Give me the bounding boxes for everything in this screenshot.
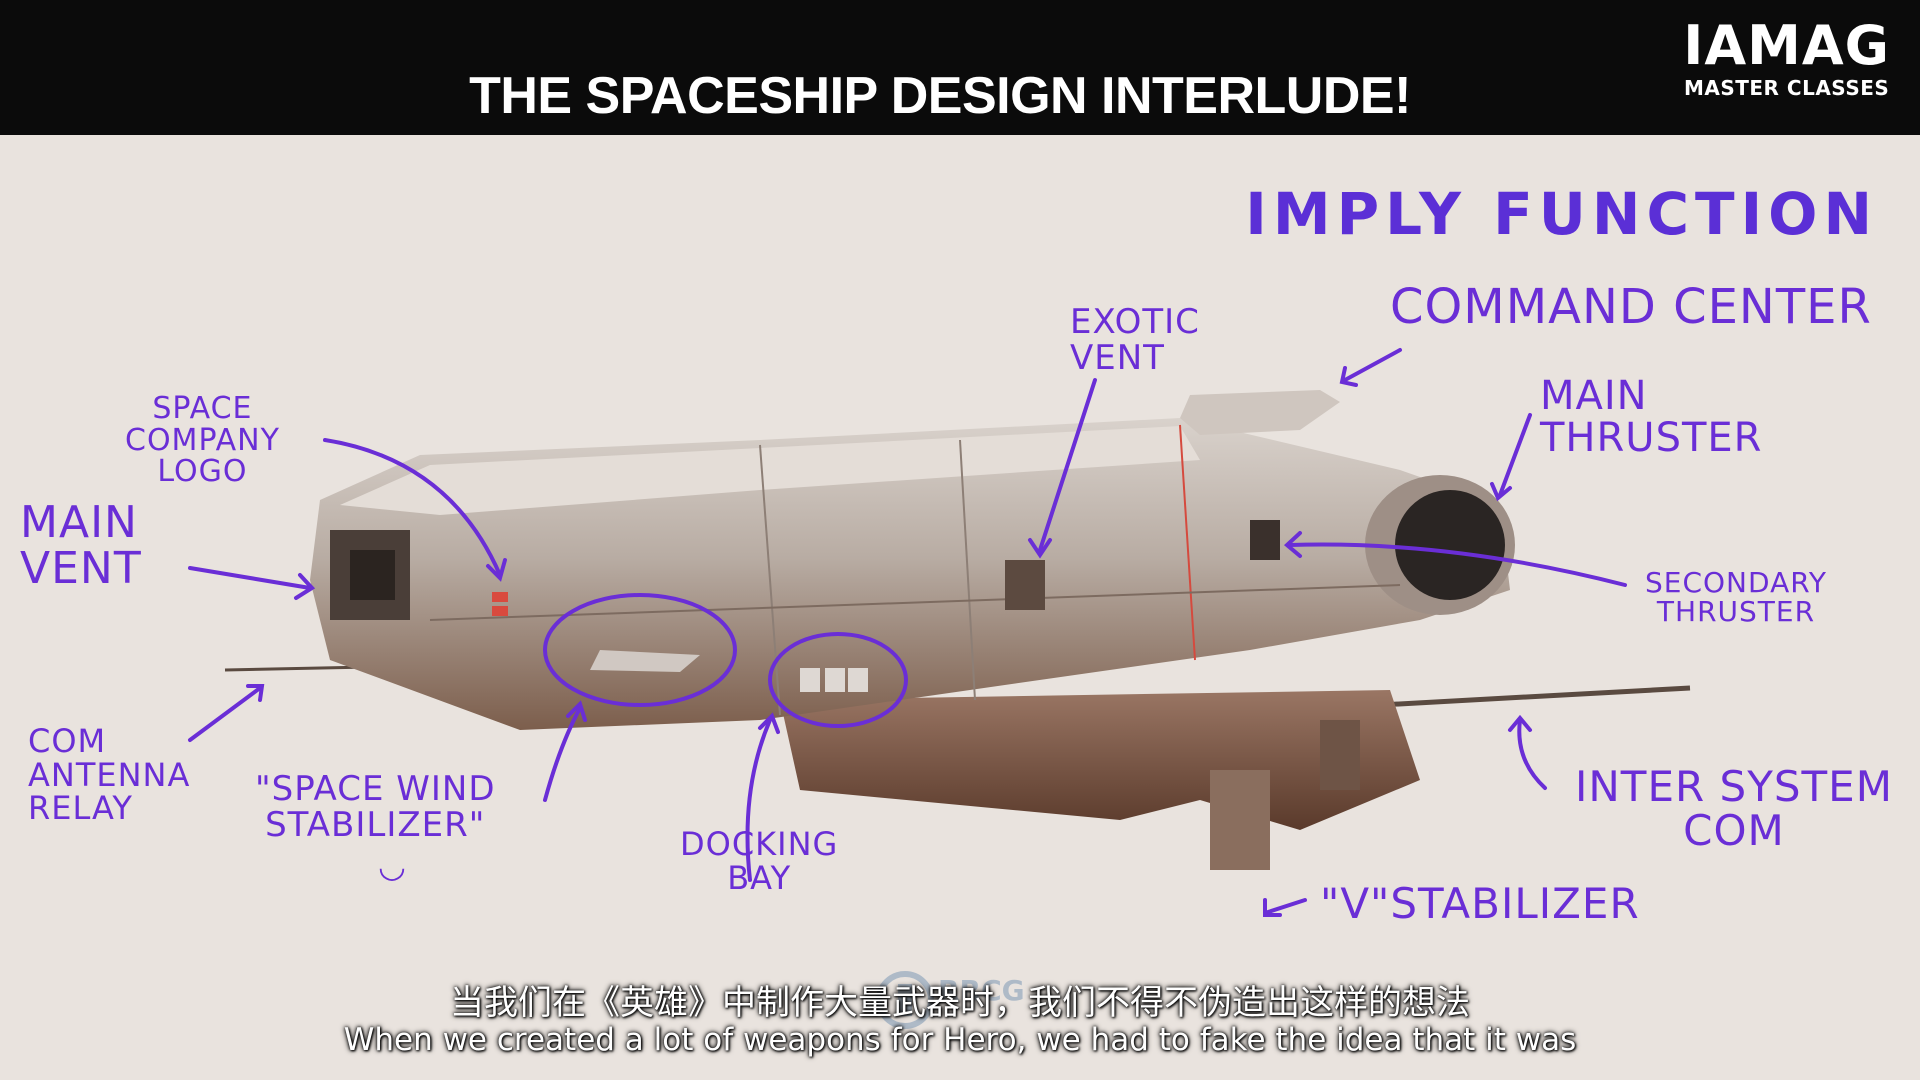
watermark-text: RRCG [938,974,1025,1007]
subtitle-chinese: 当我们在《英雄》中制作大量武器时，我们不得不伪造出这样的想法 [450,983,1470,1023]
label-com-antenna-relay: COM ANTENNA RELAY [28,722,191,828]
label-v-stabilizer: "V"STABILIZER [1320,879,1640,928]
label-smiley: ◡ [378,847,407,885]
slide-heading: IMPLY FUNCTION [1245,180,1878,248]
title-bar: THE SPACESHIP DESIGN INTERLUDE! IAMAG MA… [0,0,1920,135]
watermark-logo: RRCG [870,960,1050,1040]
brand-subtitle: MASTER CLASSES [1683,76,1890,100]
label-main-thruster: MAIN THRUSTER [1540,373,1763,461]
label-main-vent: MAIN VENT [20,497,142,595]
label-exotic-vent: EXOTIC VENT [1070,302,1200,378]
label-secondary-thruster: SECONDARY THRUSTER [1645,566,1827,629]
annotation-marks [188,348,1627,917]
label-space-company-logo: SPACE COMPANY LOGO [125,391,280,489]
watermark-icon [876,971,934,1029]
label-space-wind-stabilizer: "SPACE WIND STABILIZER" [255,769,496,845]
label-inter-system-com: INTER SYSTEM COM [1575,762,1893,856]
label-docking-bay: DOCKING BAY [680,825,839,897]
label-command-center: COMMAND CENTER [1390,279,1872,335]
brand-name: IAMAG [1683,14,1890,77]
brand-logo: IAMAG MASTER CLASSES [1683,14,1890,101]
video-title: THE SPACESHIP DESIGN INTERLUDE! [469,67,1411,125]
subtitle-english: When we created a lot of weapons for Her… [343,1022,1577,1058]
ship-body [224,390,1691,870]
